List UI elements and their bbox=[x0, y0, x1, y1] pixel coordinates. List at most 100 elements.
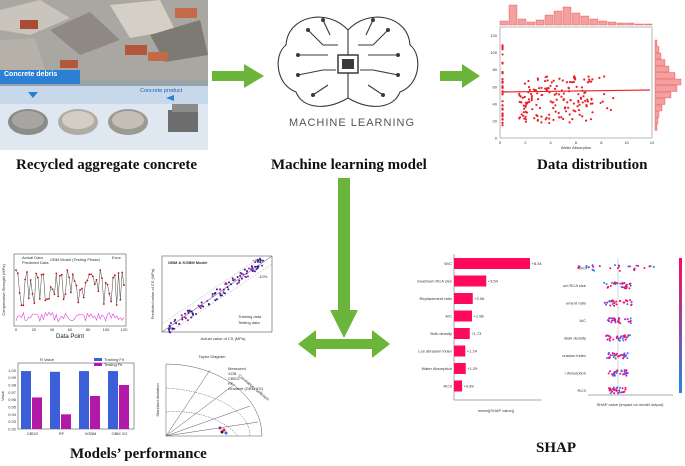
regression-point bbox=[186, 319, 189, 322]
distribution-point bbox=[560, 95, 563, 98]
shap-beeswarm-point bbox=[609, 284, 612, 287]
distribution-top-histogram-bar bbox=[508, 4, 518, 26]
regression-point bbox=[186, 309, 189, 312]
distribution-point bbox=[586, 81, 589, 84]
distribution-point bbox=[545, 116, 548, 119]
distribution-x-tick: 10 bbox=[624, 140, 629, 145]
shap-beeswarm-point bbox=[623, 281, 626, 284]
distribution-point bbox=[544, 79, 547, 83]
distribution-point bbox=[519, 95, 522, 98]
shap-beeswarm-point bbox=[606, 301, 609, 304]
line-chart-point bbox=[121, 271, 124, 274]
bar-compare-legend-training: Training Fit bbox=[104, 357, 125, 362]
regression-point bbox=[174, 318, 177, 321]
regression-point bbox=[168, 324, 171, 327]
bar-compare-bar bbox=[32, 397, 42, 429]
distribution-point bbox=[577, 93, 580, 96]
brain-text: MACHINE LEARNING bbox=[288, 117, 416, 129]
distribution-x-tick: 0 bbox=[499, 140, 502, 145]
distribution-point bbox=[590, 98, 593, 101]
regression-point bbox=[226, 286, 229, 289]
line-chart-point bbox=[113, 274, 116, 277]
distribution-point bbox=[603, 93, 606, 96]
distribution-point bbox=[612, 97, 615, 100]
regression-x-label: Actual value of CS (MPa) bbox=[201, 336, 247, 341]
distribution-point bbox=[536, 92, 539, 95]
regression-point bbox=[233, 278, 236, 281]
distribution-top-histogram-bar bbox=[616, 22, 626, 26]
distribution-point bbox=[586, 100, 589, 103]
regression-point bbox=[254, 261, 257, 264]
regression-title: GBM & KGBM Model bbox=[168, 260, 207, 265]
line-chart-point bbox=[82, 296, 85, 299]
line-chart-point bbox=[24, 278, 27, 281]
regression-point bbox=[208, 303, 211, 306]
distribution-point bbox=[553, 93, 556, 96]
line-chart-x-tick: 100 bbox=[103, 327, 110, 332]
shap-beeswarm-point bbox=[624, 338, 627, 341]
shap-beeswarm-point bbox=[598, 265, 601, 268]
line-chart-point bbox=[110, 300, 113, 303]
distribution-point bbox=[501, 124, 504, 127]
shap-beeswarm-point bbox=[623, 371, 626, 374]
shap-beeswarm-point bbox=[627, 334, 630, 337]
distribution-point bbox=[501, 70, 504, 74]
svg-text:RF: RF bbox=[228, 381, 234, 386]
svg-text:XGB: XGB bbox=[228, 371, 237, 376]
distribution-point bbox=[577, 99, 580, 102]
bar-compare-bar bbox=[108, 371, 118, 429]
distribution-y-tick: 80 bbox=[493, 67, 498, 72]
distribution-point bbox=[560, 116, 563, 119]
shap-beeswarm-point bbox=[608, 337, 611, 340]
regression-point bbox=[190, 310, 193, 313]
line-chart-point bbox=[77, 301, 80, 304]
shap-beeswarm-point bbox=[615, 300, 618, 303]
bar-compare-chart: R Value 1.000.990.980.970.960.950.940.93… bbox=[0, 357, 135, 436]
distribution-point bbox=[570, 81, 574, 84]
regression-point bbox=[200, 301, 203, 304]
regression-point bbox=[169, 322, 172, 325]
distribution-x-tick: 2 bbox=[524, 140, 527, 145]
line-chart-point bbox=[90, 273, 92, 276]
shap-beeswarm-point bbox=[613, 374, 616, 377]
shap-beeswarm-point bbox=[620, 335, 623, 338]
distribution-point bbox=[501, 115, 504, 118]
bar-compare-bars bbox=[21, 371, 129, 429]
distribution-point bbox=[536, 98, 540, 101]
distribution-y-tick: 120 bbox=[490, 33, 497, 38]
distribution-point bbox=[598, 76, 601, 79]
shap-beeswarm-point bbox=[614, 357, 617, 360]
distribution-y-tick: 60 bbox=[493, 84, 498, 89]
distribution-y-tick: 20 bbox=[493, 118, 498, 123]
distribution-point bbox=[572, 102, 575, 105]
shap-beeswarm-point bbox=[613, 392, 616, 395]
shap-beeswarm-point bbox=[613, 318, 616, 321]
distribution-point bbox=[523, 95, 526, 99]
distribution-point bbox=[555, 84, 558, 88]
bar-compare-y-label: Value bbox=[0, 390, 5, 401]
distribution-point bbox=[540, 86, 543, 89]
line-chart-point bbox=[18, 292, 21, 294]
line-chart-point bbox=[84, 281, 87, 284]
shap-beeswarm-point bbox=[611, 354, 614, 357]
regression-point bbox=[173, 327, 176, 330]
shap-beeswarm-point bbox=[621, 282, 624, 285]
shap-beeswarm-point bbox=[623, 369, 626, 372]
distribution-point bbox=[531, 108, 534, 111]
distribution-x-tick: 6 bbox=[575, 140, 578, 145]
distribution-point bbox=[524, 115, 527, 118]
shap-beeswarm-point bbox=[616, 352, 619, 355]
regression-point bbox=[261, 264, 264, 267]
shap-beeswarm-point bbox=[614, 319, 617, 322]
shap-beeswarm-label: ement ratio bbox=[566, 301, 587, 306]
line-chart-point bbox=[101, 277, 103, 280]
shap-beeswarm-point bbox=[585, 265, 588, 268]
bar-compare-y-tick: 0.94 bbox=[8, 412, 17, 417]
shap-beeswarm-point bbox=[612, 356, 615, 359]
bar-compare-bar bbox=[61, 414, 71, 429]
shap-beeswarm-label: RCS bbox=[578, 388, 587, 393]
regression-point bbox=[192, 313, 195, 316]
distribution-point bbox=[568, 80, 572, 84]
